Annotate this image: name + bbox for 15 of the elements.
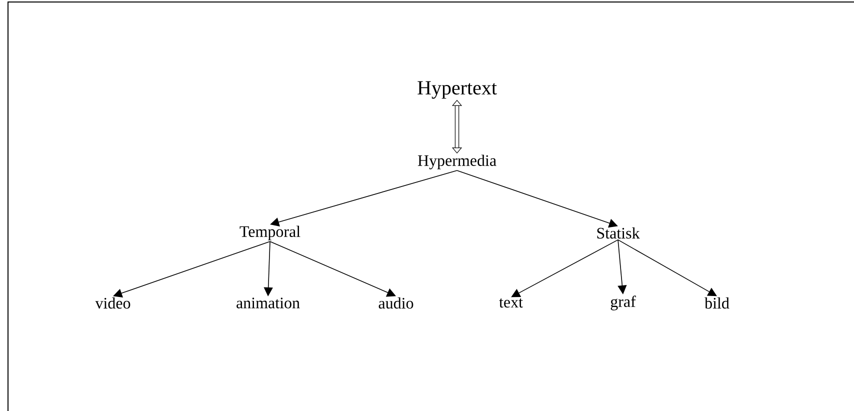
arrow [270, 170, 458, 226]
node-label: Hypertext [418, 81, 497, 99]
node-label: Temporal [240, 226, 300, 240]
arrow [270, 241, 396, 297]
node-label: text [499, 298, 523, 308]
node-label: bild [704, 297, 730, 309]
node-label: animation [236, 298, 300, 308]
node-label: audio [378, 297, 414, 309]
node-label: Hypermedia [418, 154, 496, 170]
node-label: Statisk [597, 227, 640, 239]
node-label: graf [610, 296, 636, 310]
node-label: video [95, 297, 130, 309]
arrow [113, 241, 270, 298]
arrow [511, 239, 618, 298]
arrow [618, 239, 717, 296]
